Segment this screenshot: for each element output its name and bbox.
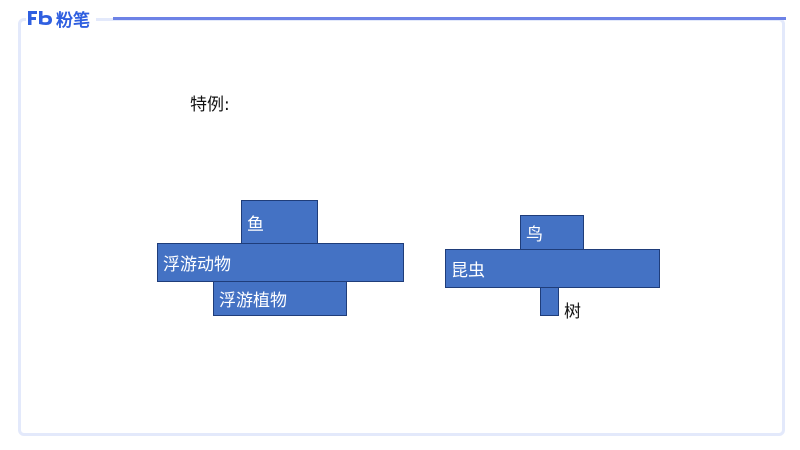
diagram-right-top-bar: 鸟 bbox=[520, 215, 584, 250]
diagram-right-top-label: 鸟 bbox=[526, 225, 543, 245]
slide-heading: 特例: bbox=[190, 95, 230, 115]
slide-frame bbox=[18, 18, 785, 436]
frame-accent-line bbox=[113, 17, 786, 20]
diagram-left-bottom-bar: 浮游植物 bbox=[213, 281, 347, 316]
brand-name: 粉笔 bbox=[56, 10, 90, 31]
diagram-left-top-label: 鱼 bbox=[247, 214, 264, 235]
diagram-left-middle-bar: 浮游动物 bbox=[157, 243, 404, 282]
diagram-right-middle-bar: 昆虫 bbox=[445, 249, 660, 288]
diagram-right-bottom-bar bbox=[540, 287, 559, 316]
diagram-right-bottom-label: 树 bbox=[564, 302, 581, 322]
diagram-left-middle-label: 浮游动物 bbox=[163, 255, 231, 275]
diagram-left-top-bar: 鱼 bbox=[241, 200, 318, 244]
brand-logo: 粉笔 bbox=[26, 7, 96, 31]
diagram-right-middle-label: 昆虫 bbox=[451, 261, 485, 281]
diagram-left-bottom-label: 浮游植物 bbox=[219, 291, 287, 311]
fb-logo-icon bbox=[28, 11, 52, 25]
